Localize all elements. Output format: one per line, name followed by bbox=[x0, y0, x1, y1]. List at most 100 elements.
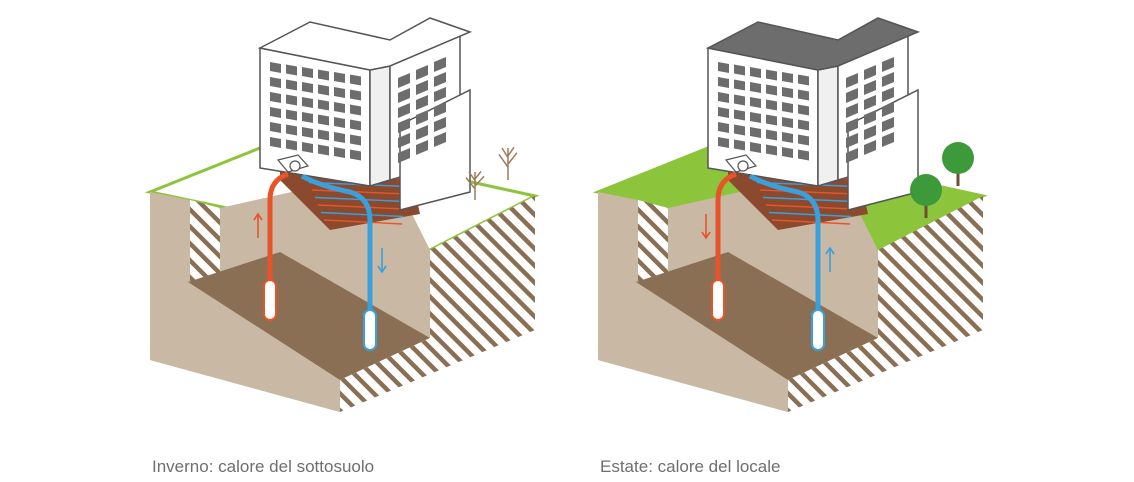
building-corner-face bbox=[817, 65, 839, 188]
building-window bbox=[318, 144, 329, 156]
building-window bbox=[434, 132, 446, 147]
winter-geothermal-illustration bbox=[144, 17, 540, 412]
building-window bbox=[766, 114, 777, 126]
building-window bbox=[882, 57, 894, 72]
heat-pump-fan-icon bbox=[289, 160, 301, 172]
building-window bbox=[766, 84, 777, 96]
cold-pipe bbox=[748, 173, 821, 345]
building-window bbox=[350, 74, 361, 86]
building-window bbox=[318, 99, 329, 111]
building-window bbox=[750, 67, 761, 78]
building-window bbox=[416, 125, 428, 140]
building-window bbox=[750, 97, 761, 108]
building-window bbox=[434, 72, 446, 87]
building-window bbox=[718, 122, 729, 133]
building-window bbox=[270, 137, 281, 148]
building-window bbox=[718, 77, 729, 88]
building-window bbox=[798, 74, 809, 86]
bare-tree bbox=[465, 170, 485, 200]
heating-coil-line bbox=[320, 211, 404, 218]
building-window bbox=[398, 88, 410, 103]
building-window bbox=[882, 72, 894, 87]
building-window bbox=[846, 148, 858, 163]
building-window bbox=[882, 117, 894, 132]
building-window bbox=[846, 133, 858, 148]
building-window bbox=[350, 134, 361, 146]
building-window bbox=[398, 118, 410, 133]
building-window bbox=[882, 102, 894, 117]
hot-probe bbox=[711, 279, 725, 321]
building-window bbox=[318, 69, 329, 81]
building-window bbox=[334, 117, 345, 128]
building-window bbox=[864, 140, 876, 155]
building-window bbox=[416, 80, 428, 95]
winter-caption: Inverno: calore del sottosuolo bbox=[152, 457, 375, 476]
heating-coil-line bbox=[759, 189, 855, 195]
building-window bbox=[798, 149, 809, 161]
building-window bbox=[718, 92, 729, 103]
soil-face-right-hatched bbox=[340, 196, 535, 412]
building-window bbox=[864, 65, 876, 80]
excavation-wall-hatched bbox=[190, 200, 220, 290]
summer-panel: Estate: calore del locale bbox=[578, 0, 1038, 482]
building-window bbox=[302, 127, 313, 138]
building-window bbox=[318, 129, 329, 141]
tree-crown bbox=[910, 174, 942, 206]
building-window bbox=[302, 112, 313, 123]
heating-coil-line bbox=[771, 219, 851, 225]
building-window bbox=[718, 137, 729, 148]
building-window bbox=[846, 88, 858, 103]
green-trees-icon bbox=[910, 142, 974, 218]
heating-coil-line bbox=[765, 204, 853, 210]
soil-face-right-hatched bbox=[788, 196, 983, 412]
building-window bbox=[334, 102, 345, 113]
building-window bbox=[350, 104, 361, 116]
building-window bbox=[734, 109, 745, 121]
building-window bbox=[734, 94, 745, 106]
building-window bbox=[302, 82, 313, 93]
building-window bbox=[270, 107, 281, 118]
building-window bbox=[286, 94, 297, 106]
tree-crown bbox=[942, 142, 974, 174]
building-window bbox=[398, 103, 410, 118]
hot-flow-arrow-icon bbox=[701, 214, 711, 240]
building-window bbox=[766, 129, 777, 141]
building-window bbox=[286, 139, 297, 151]
building-window bbox=[416, 140, 428, 155]
heating-coil-line bbox=[311, 189, 407, 195]
building-window bbox=[302, 67, 313, 78]
building-window bbox=[782, 117, 793, 128]
cold-pipe bbox=[300, 173, 373, 345]
heating-coil-line bbox=[317, 204, 405, 210]
building-window bbox=[734, 64, 745, 76]
building-window bbox=[882, 132, 894, 147]
building-window bbox=[302, 97, 313, 108]
building-window bbox=[734, 79, 745, 91]
building-window bbox=[270, 92, 281, 103]
hot-probe bbox=[263, 279, 277, 321]
building-window bbox=[416, 65, 428, 80]
building-window bbox=[334, 132, 345, 143]
building-window bbox=[750, 82, 761, 93]
building-window bbox=[270, 122, 281, 133]
building-window bbox=[398, 148, 410, 163]
building-window bbox=[334, 147, 345, 158]
building-window bbox=[766, 69, 777, 81]
building-window bbox=[864, 110, 876, 125]
building-window bbox=[350, 119, 361, 131]
hot-pipe bbox=[715, 171, 737, 316]
soil-base bbox=[150, 340, 340, 412]
building-window bbox=[750, 112, 761, 123]
building-window bbox=[318, 114, 329, 126]
building-window bbox=[270, 62, 281, 73]
tree-trunk bbox=[924, 202, 928, 218]
building-window bbox=[350, 89, 361, 101]
building-window bbox=[782, 102, 793, 113]
building-window bbox=[302, 142, 313, 153]
building-roof bbox=[705, 17, 921, 71]
building-window bbox=[766, 144, 777, 156]
cold-flow-arrow-icon bbox=[377, 248, 387, 274]
building-window bbox=[734, 124, 745, 136]
heating-coil-line bbox=[323, 219, 403, 225]
heat-pump-fan-icon bbox=[737, 160, 749, 172]
